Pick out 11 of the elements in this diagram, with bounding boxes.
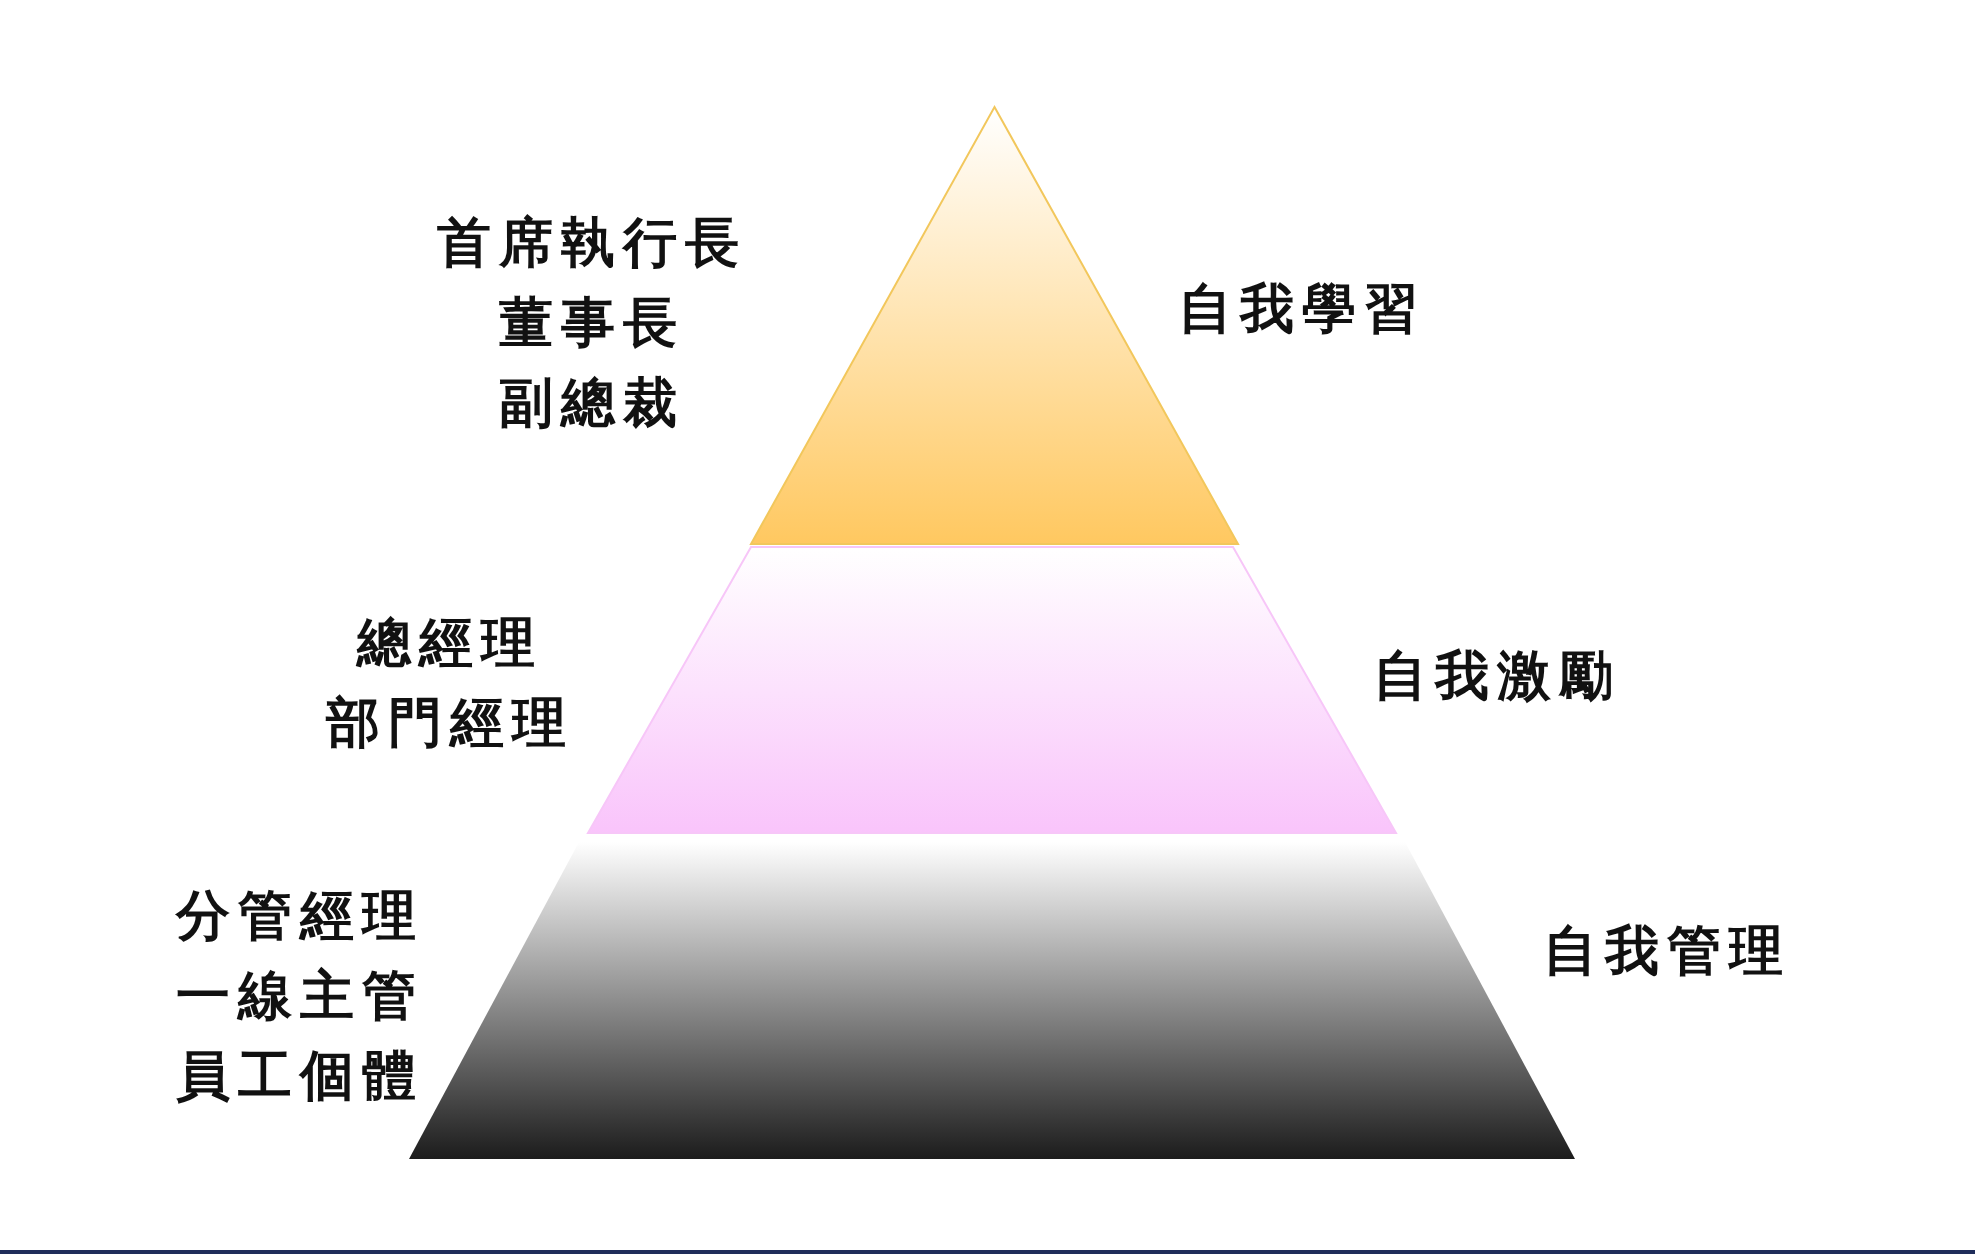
level-label: 自我管理 — [1543, 920, 1791, 983]
role-title: 首席執行長 — [437, 212, 747, 275]
role-title: 一線主管 — [176, 965, 424, 1028]
level-label: 自我激勵 — [1373, 645, 1621, 708]
role-title: 部門經理 — [326, 692, 574, 755]
role-title: 副總裁 — [499, 372, 685, 435]
role-title: 董事長 — [499, 292, 685, 355]
role-title: 分管經理 — [176, 885, 424, 948]
role-title: 總經理 — [357, 612, 543, 675]
level-label: 自我學習 — [1178, 278, 1426, 341]
role-title: 員工個體 — [176, 1045, 424, 1108]
